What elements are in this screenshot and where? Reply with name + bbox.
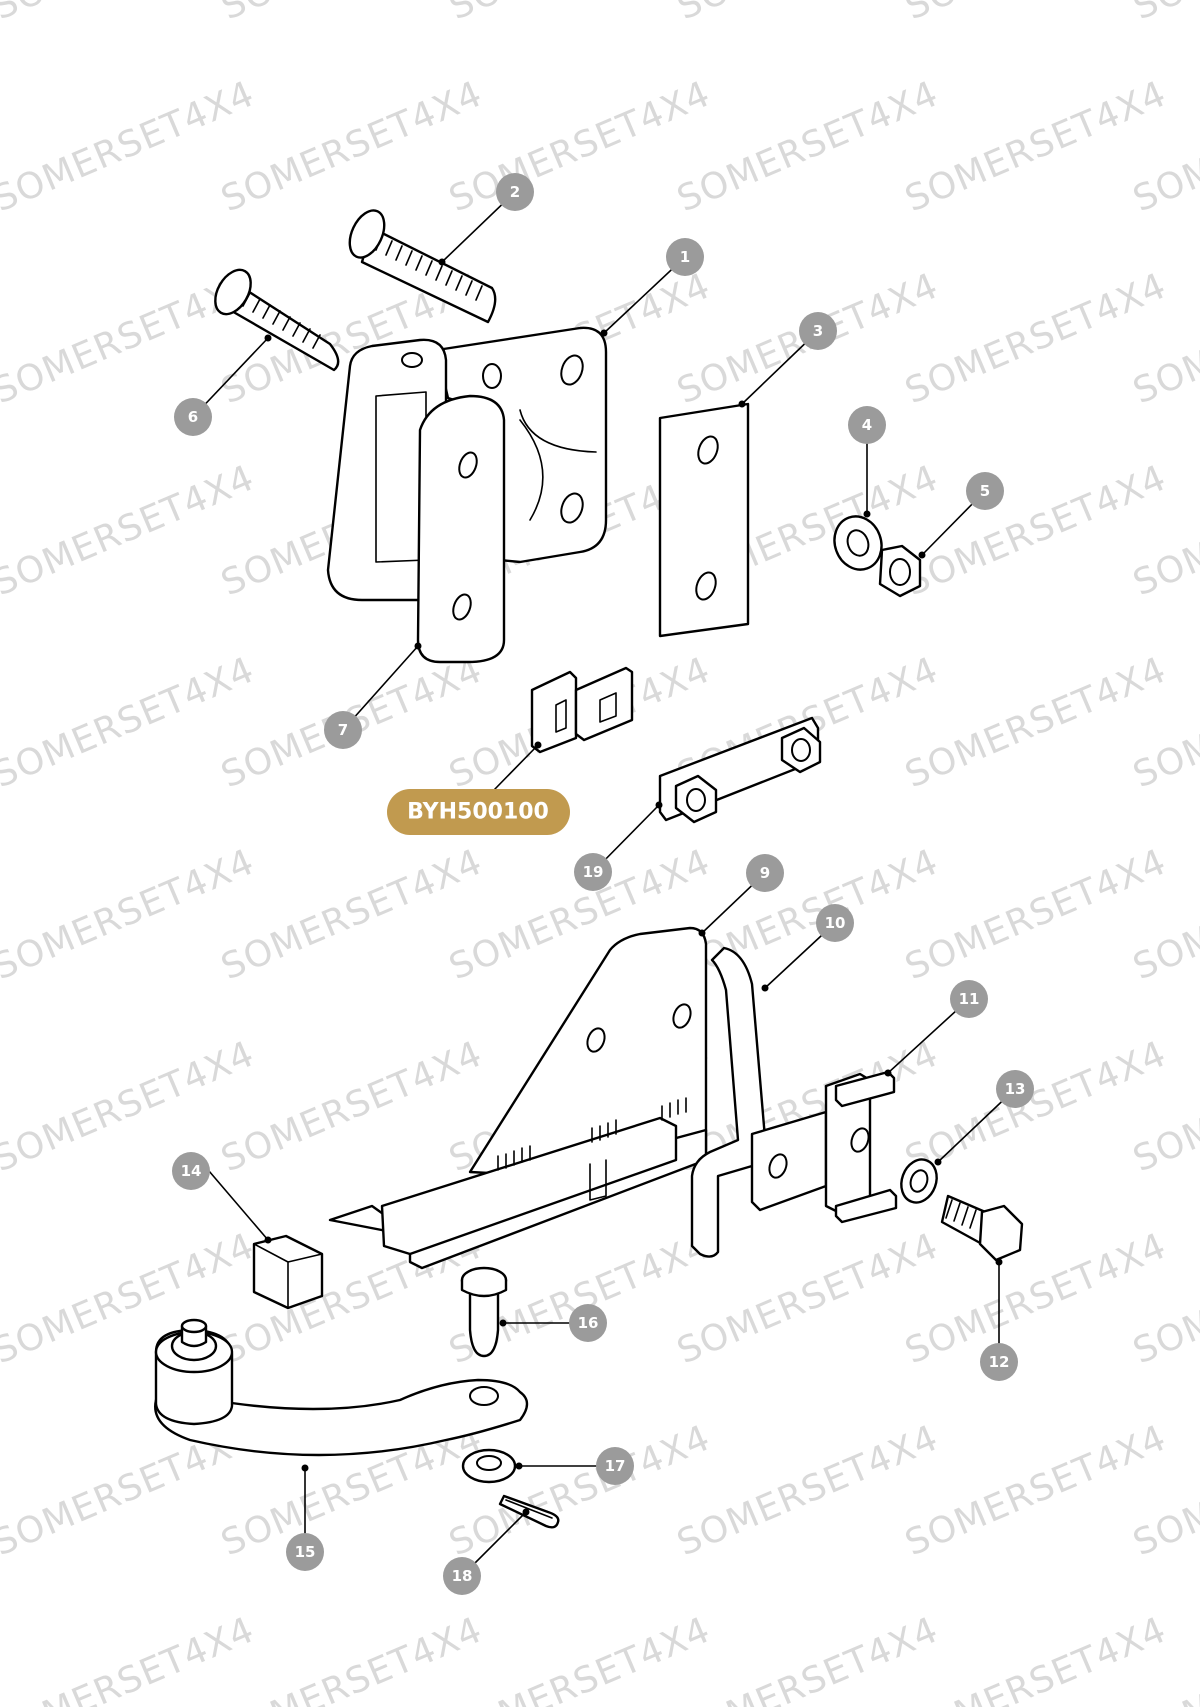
part-2-screw [348, 209, 497, 324]
part-7-plate [416, 394, 506, 664]
part-byh500100-clip [530, 666, 634, 754]
watermark-text: SOMERSET4X4 [899, 841, 1172, 988]
watermark-text: SOMERSET4X4 [443, 1609, 716, 1707]
callout-1-label: 1 [680, 248, 690, 266]
watermark-text: SOMERSET4X4 [899, 1225, 1172, 1372]
callout-7-label: 7 [338, 721, 348, 739]
watermark-text: SOMERSET4X4 [215, 0, 488, 28]
watermark-text: SOMERSET4X4 [0, 1609, 260, 1707]
callout-12-label: 12 [989, 1353, 1010, 1371]
watermark-text: SOMERSET4X4 [899, 1033, 1172, 1180]
callout-1[interactable]: 1 [666, 238, 704, 276]
callout-12[interactable]: 12 [980, 1343, 1018, 1381]
callout-19-label: 19 [583, 863, 604, 881]
watermark-text: SOMERSET4X4 [899, 265, 1172, 412]
callout-4[interactable]: 4 [848, 406, 886, 444]
callout-19[interactable]: 19 [574, 853, 612, 891]
callout-16-label: 16 [578, 1314, 599, 1332]
watermark-text: SOMERSET4X4 [899, 0, 1172, 28]
watermark-text: SOMERSET4X4 [443, 73, 716, 220]
part-6-screw [214, 268, 340, 372]
watermark-text: SOMERSET4X4 [899, 1417, 1172, 1564]
watermark-text: SOMERSET4X4 [671, 1417, 944, 1564]
callout-5-label: 5 [980, 482, 990, 500]
callout-14[interactable]: 14 [172, 1152, 210, 1190]
part-17-washer [461, 1448, 517, 1484]
part-number-badge[interactable]: BYH500100 [387, 789, 570, 835]
watermark-text: SOMERSET4X4 [215, 1033, 488, 1180]
callout-16[interactable]: 16 [569, 1304, 607, 1342]
watermark-text: SOMERSET4X4 [1127, 0, 1200, 28]
part-3-packing-plate [658, 402, 750, 638]
callout-10-label: 10 [825, 914, 846, 932]
callout-2[interactable]: 2 [496, 173, 534, 211]
part-12-bolt [940, 1194, 1024, 1262]
callout-18-label: 18 [452, 1567, 473, 1585]
part-13-washer [900, 1158, 938, 1204]
watermark-text: SOMERSET4X4 [671, 1609, 944, 1707]
part-5-nut [878, 544, 922, 598]
callout-14-label: 14 [181, 1162, 202, 1180]
part-9-hinge-bracket [328, 926, 708, 1270]
part-19-nut-plate [658, 716, 822, 824]
watermark-text: SOMERSET4X4 [443, 1417, 716, 1564]
callout-5[interactable]: 5 [966, 472, 1004, 510]
watermark-text: SOMERSET4X4 [671, 73, 944, 220]
watermark-text: SOMERSET4X4 [671, 841, 944, 988]
callout-2-label: 2 [510, 183, 520, 201]
part-14-block [252, 1234, 324, 1310]
callout-6-label: 6 [188, 408, 198, 426]
callout-7[interactable]: 7 [324, 711, 362, 749]
part-16-pin [460, 1266, 508, 1358]
watermark-text: SOMERSET4X4 [899, 457, 1172, 604]
watermark-text: SOMERSET4X4 [899, 73, 1172, 220]
callout-3[interactable]: 3 [799, 312, 837, 350]
callout-3-label: 3 [813, 322, 823, 340]
watermark-text: SOMERSET4X4 [671, 0, 944, 28]
callout-11-label: 11 [959, 990, 980, 1008]
watermark-text: SOMERSET4X4 [899, 1609, 1172, 1707]
callout-13-label: 13 [1005, 1080, 1026, 1098]
callout-10[interactable]: 10 [816, 904, 854, 942]
callout-9-label: 9 [760, 864, 770, 882]
part-1-hinge-body [326, 326, 608, 602]
part-4-spring-washer [833, 515, 883, 571]
callout-17[interactable]: 17 [596, 1447, 634, 1485]
part-11-bracket [750, 1070, 898, 1224]
callout-13[interactable]: 13 [996, 1070, 1034, 1108]
watermark-text: SOMERSET4X4 [215, 841, 488, 988]
part-10-rod [690, 946, 768, 1258]
watermark-text: SOMERSET4X4 [899, 649, 1172, 796]
watermark-text: SOMERSET4X4 [215, 73, 488, 220]
part-15-arm [154, 1318, 529, 1457]
callout-6[interactable]: 6 [174, 398, 212, 436]
watermark-text: SOMERSET4X4 [443, 0, 716, 28]
callout-4-label: 4 [862, 416, 872, 434]
callout-9[interactable]: 9 [746, 854, 784, 892]
watermark-text: SOMERSET4X4 [215, 1609, 488, 1707]
callout-11[interactable]: 11 [950, 980, 988, 1018]
callout-15[interactable]: 15 [286, 1533, 324, 1571]
callout-15-label: 15 [295, 1543, 316, 1561]
part-number-label: BYH500100 [407, 800, 549, 825]
callout-17-label: 17 [605, 1457, 626, 1475]
callout-18[interactable]: 18 [443, 1557, 481, 1595]
